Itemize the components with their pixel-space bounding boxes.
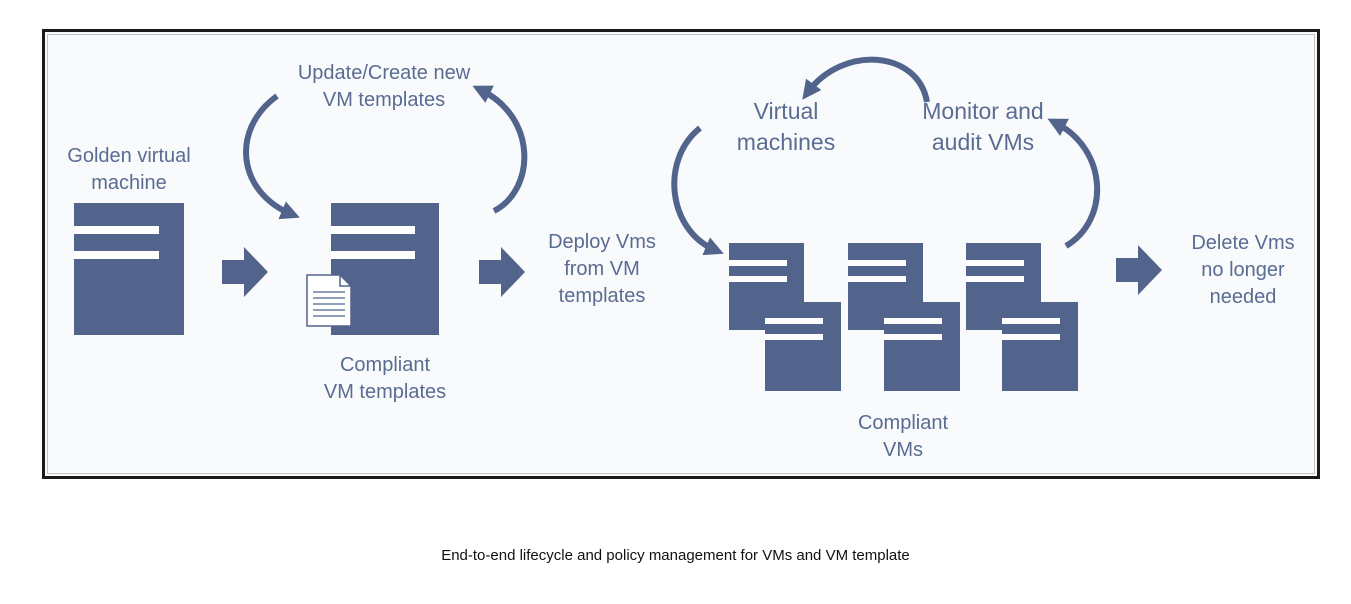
document-icon bbox=[306, 274, 352, 327]
golden-vm-label: Golden virtual machine bbox=[67, 145, 191, 194]
arrow-right-icon bbox=[222, 247, 268, 297]
monitor-label: Monitor and audit VMs bbox=[922, 98, 1044, 156]
curved-arrow-icon bbox=[1047, 118, 1100, 249]
compliant-vms-label: Compliant VMs bbox=[857, 412, 949, 461]
deploy-label: Deploy Vms from VM templates bbox=[548, 231, 656, 307]
golden-vm-block bbox=[74, 203, 184, 335]
figure-caption: End-to-end lifecycle and policy manageme… bbox=[441, 547, 910, 564]
virtual-machines-label: Virtual machines bbox=[736, 98, 836, 156]
curved-arrow-icon bbox=[243, 93, 300, 220]
diagram-frame bbox=[42, 29, 1320, 479]
curved-arrow-icon bbox=[472, 85, 528, 214]
curved-arrow-icon bbox=[802, 56, 930, 103]
server-icon bbox=[884, 302, 960, 391]
delete-label: Delete Vms no longer needed bbox=[1191, 232, 1295, 308]
compliant-templates-label: Compliant VM templates bbox=[323, 354, 447, 403]
update-create-label: Update/Create new VM templates bbox=[297, 62, 471, 111]
curved-arrow-icon bbox=[671, 125, 724, 256]
arrow-right-icon bbox=[1116, 245, 1162, 295]
arrow-right-icon bbox=[479, 247, 525, 297]
server-icon bbox=[1002, 302, 1078, 391]
server-icon bbox=[765, 302, 841, 391]
